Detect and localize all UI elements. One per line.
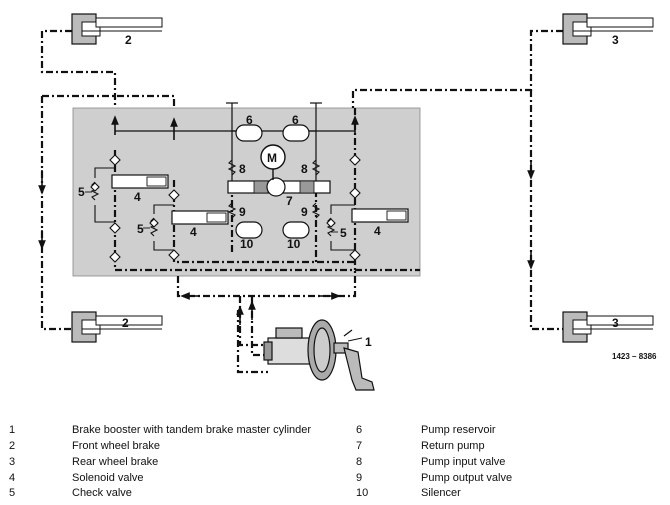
label-3-bottom: 3 bbox=[612, 316, 619, 330]
legend-number: 2 bbox=[9, 440, 16, 452]
legend-text: Check valve bbox=[72, 487, 132, 499]
legend-text: Silencer bbox=[421, 487, 461, 499]
rear-wheel-brake-top bbox=[562, 13, 654, 45]
label-6-left: 6 bbox=[246, 113, 253, 127]
label-9-left: 9 bbox=[239, 205, 246, 219]
label-4-b: 4 bbox=[190, 225, 197, 239]
pump-motor-icon bbox=[260, 144, 286, 170]
label-2-bottom: 2 bbox=[122, 316, 129, 330]
legend-number: 5 bbox=[9, 487, 16, 499]
front-wheel-brake-bottom bbox=[71, 311, 163, 343]
label-2-top: 2 bbox=[125, 33, 132, 47]
legend-text: Front wheel brake bbox=[72, 440, 161, 452]
solenoid-valve-3 bbox=[351, 208, 409, 223]
solenoid-valve-2 bbox=[171, 210, 229, 225]
label-3-top: 3 bbox=[612, 33, 619, 47]
legend-text: Return pump bbox=[421, 440, 485, 452]
check-valves bbox=[90, 167, 355, 251]
silencer-left bbox=[235, 221, 263, 239]
valve-nodes bbox=[90, 154, 361, 263]
label-5-a: 5 bbox=[78, 185, 85, 199]
drawing-code: 1423 – 8386 bbox=[612, 352, 657, 361]
legend-number: 7 bbox=[356, 440, 363, 452]
label-6-right: 6 bbox=[292, 113, 299, 127]
legend-text: Pump reservoir bbox=[421, 424, 496, 436]
legend-number: 9 bbox=[356, 472, 363, 484]
legend-number: 6 bbox=[356, 424, 363, 436]
legend-text: Rear wheel brake bbox=[72, 456, 159, 468]
label-8-right: 8 bbox=[301, 162, 308, 176]
label-10-right: 10 bbox=[287, 237, 301, 251]
label-10-left: 10 bbox=[240, 237, 254, 251]
label-5-b: 5 bbox=[137, 222, 144, 236]
legend-text: Solenoid valve bbox=[72, 472, 144, 484]
silencer-right bbox=[282, 221, 310, 239]
legend-text: Pump output valve bbox=[421, 472, 513, 484]
callout-leaders bbox=[85, 191, 363, 342]
label-9-right: 9 bbox=[301, 205, 308, 219]
legend-text: Brake booster with tandem brake master c… bbox=[72, 424, 312, 436]
rear-wheel-brake-bottom bbox=[562, 311, 654, 343]
return-pump bbox=[227, 169, 331, 197]
label-4-a: 4 bbox=[134, 190, 141, 204]
internal-connections bbox=[115, 102, 355, 190]
pump-reservoir-left bbox=[235, 124, 263, 142]
legend-number: 1 bbox=[9, 424, 16, 436]
label-5-c: 5 bbox=[340, 226, 347, 240]
legend: 1 Brake booster with tandem brake master… bbox=[0, 420, 670, 505]
front-wheel-brake-top bbox=[71, 13, 163, 45]
label-1: 1 bbox=[365, 335, 372, 349]
brake-booster-master-cylinder bbox=[263, 319, 375, 391]
pump-valves bbox=[227, 159, 321, 219]
legend-number: 3 bbox=[9, 456, 16, 468]
legend-number: 10 bbox=[356, 487, 369, 499]
label-7: 7 bbox=[286, 194, 293, 208]
label-8-left: 8 bbox=[239, 162, 246, 176]
pump-reservoir-right bbox=[282, 124, 310, 142]
motor-label: M bbox=[267, 151, 277, 165]
legend-text: Pump input valve bbox=[421, 456, 506, 468]
solenoid-valve-1 bbox=[111, 174, 169, 189]
hydraulic-diagram: 1 2 2 3 3 4 4 4 5 5 5 6 6 7 8 8 9 9 10 1… bbox=[38, 13, 657, 391]
legend-number: 4 bbox=[9, 472, 16, 484]
legend-number: 8 bbox=[356, 456, 363, 468]
label-4-c: 4 bbox=[374, 224, 381, 238]
